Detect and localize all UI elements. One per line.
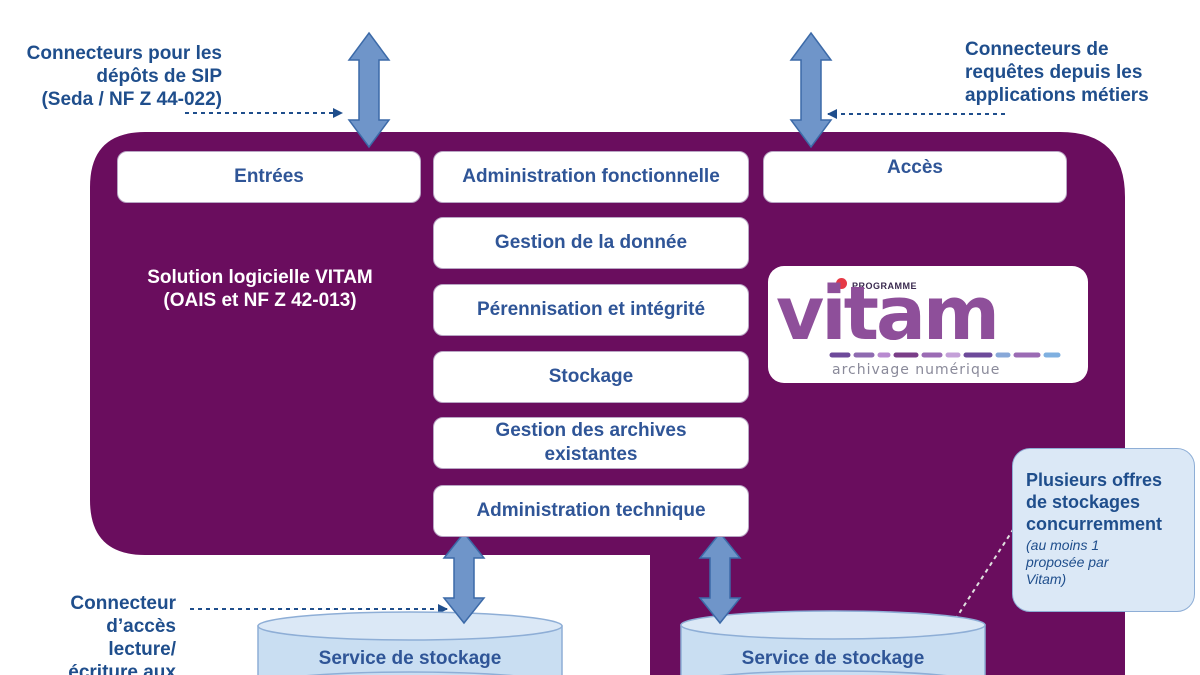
archive-label-line-2: d’accès <box>106 616 176 637</box>
callout-title-line-1: Plusieurs offres <box>1026 470 1163 490</box>
query-label-line-2: requêtes depuis les <box>965 62 1143 83</box>
module-entrees-label: Entrées <box>234 166 304 187</box>
callout-title-line-2: de stockages <box>1026 492 1141 512</box>
storage-cylinder-left <box>257 611 563 675</box>
logo-red-dot <box>836 278 847 289</box>
module-perennisation: Pérennisation et intégrité <box>433 284 749 336</box>
module-gestion-archives: Gestion des archives existantes <box>433 417 749 469</box>
archive-access-arrow <box>442 531 486 625</box>
query-connectors-label: Connecteurs de requêtes depuis les appli… <box>965 38 1195 107</box>
callout-note: (au moins 1 proposée par Vitam) <box>1026 537 1184 588</box>
module-acces-label: Accès <box>887 157 943 178</box>
query-access-arrow <box>789 31 833 149</box>
platform-shape <box>90 132 1125 675</box>
module-gestion-archives-line-2: existantes <box>544 444 638 465</box>
module-entrees: Entrées <box>117 151 421 203</box>
query-label-line-3: applications métiers <box>965 85 1149 106</box>
module-perennisation-label: Pérennisation et intégrité <box>476 299 706 320</box>
module-gestion-archives-line-1: Gestion des archives <box>495 420 687 441</box>
storage-offers-callout: Plusieurs offres de stockages concurremm… <box>1012 448 1195 612</box>
vitam-logo-card: PROGRAMME vitam archivage numérique <box>768 266 1088 383</box>
storage-cylinder-right <box>680 610 986 675</box>
sip-deposit-arrow <box>347 31 391 149</box>
module-stockage: Stockage <box>433 351 749 403</box>
module-admin-tech-label: Administration technique <box>476 500 706 521</box>
callout-title: Plusieurs offres de stockages concurremm… <box>1026 469 1184 535</box>
logo-programme-text: PROGRAMME <box>852 281 917 291</box>
solution-name: Solution logicielle VITAM <box>147 267 373 288</box>
storage-offer-arrow <box>698 531 742 625</box>
sip-label-line-1: Connecteurs pour les <box>26 43 222 64</box>
storage-right-label: Service de stockage <box>741 648 925 669</box>
module-gestion-donnee-label: Gestion de la donnée <box>494 232 688 253</box>
solution-standards: (OAIS et NF Z 42-013) <box>163 290 357 311</box>
callout-note-line-2: proposée par <box>1026 554 1109 570</box>
callout-title-line-3: concurremment <box>1026 514 1163 534</box>
module-administration-technique: Administration technique <box>433 485 749 537</box>
archive-label-line-1: Connecteur <box>70 593 176 614</box>
archive-label-line-4: écriture aux <box>68 662 176 675</box>
logo-dash-pattern <box>829 352 1061 358</box>
module-stockage-label: Stockage <box>548 366 634 387</box>
module-acces: Accès <box>763 151 1067 203</box>
sip-connectors-label: Connecteurs pour les dépôts de SIP (Seda… <box>4 42 222 111</box>
storage-left-label: Service de stockage <box>318 648 502 669</box>
logo-wordmark: vitam <box>776 271 1000 357</box>
logo-tagline: archivage numérique <box>832 362 1001 378</box>
module-gestion-donnee: Gestion de la donnée <box>433 217 749 269</box>
query-label-line-1: Connecteurs de <box>965 39 1109 60</box>
sip-label-line-2: dépôts de SIP <box>96 66 222 87</box>
module-admin-fonct-label: Administration fonctionnelle <box>462 166 720 187</box>
sip-label-line-3: (Seda / NF Z 44-022) <box>41 89 222 110</box>
module-administration-fonctionnelle: Administration fonctionnelle <box>433 151 749 203</box>
archive-connector-label: Connecteur d’accès lecture/ écriture aux… <box>20 592 176 675</box>
callout-note-line-3: Vitam) <box>1026 571 1067 587</box>
callout-note-line-1: (au moins 1 <box>1026 537 1100 553</box>
archive-label-line-3: lecture/ <box>108 639 176 660</box>
solution-title: Solution logicielle VITAM (OAIS et NF Z … <box>100 266 420 312</box>
